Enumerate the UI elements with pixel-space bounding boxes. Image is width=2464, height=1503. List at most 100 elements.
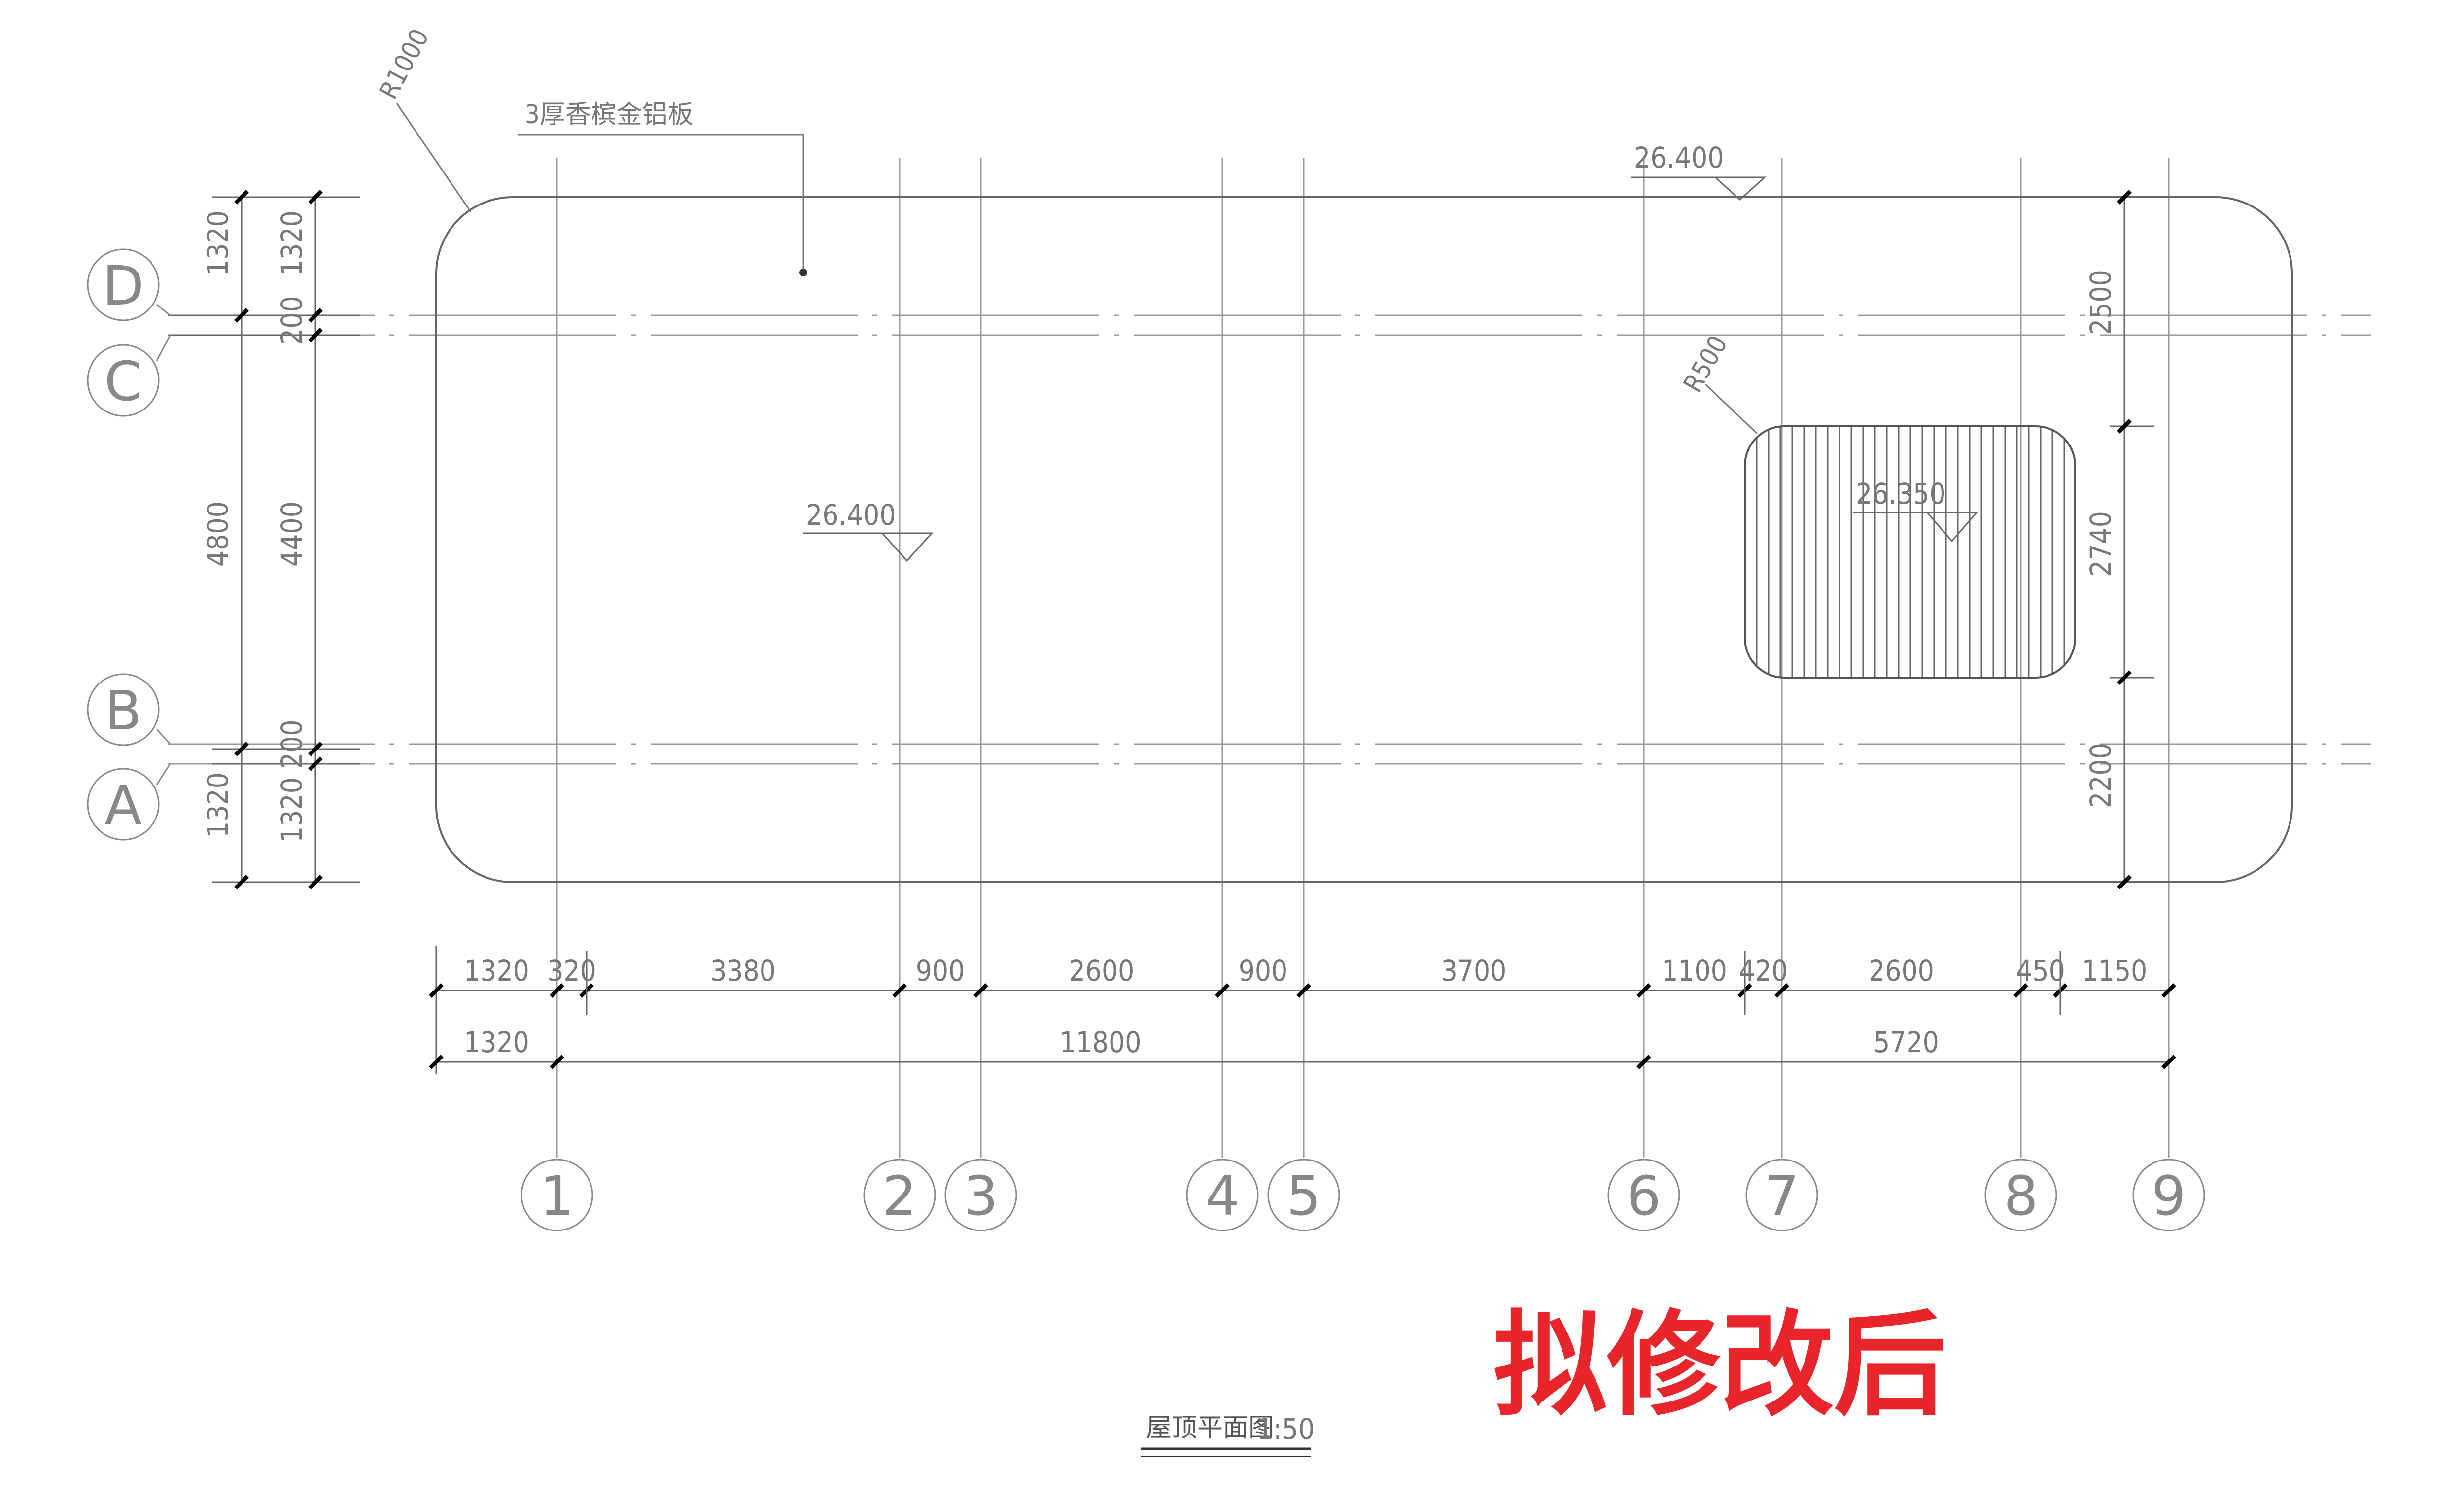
dim-label-row1-1: 320: [547, 954, 596, 988]
roof-outline: [435, 196, 2293, 883]
axis-bubble-D: [87, 248, 160, 321]
svg-text:2740: 2740: [2084, 511, 2117, 577]
dim-label-row1-3: 900: [916, 954, 965, 988]
elevation-marker-top: 26.400: [1631, 141, 1767, 201]
elevation-marker-skylight: 26.350: [1853, 477, 1978, 543]
axis-label-C: C: [104, 350, 142, 413]
axis-label-5: 5: [1286, 1164, 1321, 1228]
dim-tick-row2-2: [1636, 1055, 1651, 1069]
svg-text:4800: 4800: [201, 501, 235, 567]
material-leader-dot: [799, 269, 807, 276]
dim-tick-row1-7: [1636, 983, 1651, 998]
dim-tick-row1-0: [429, 983, 444, 998]
axis-bubble-4: [1186, 1159, 1259, 1231]
dim-label-row1-7: 1100: [1662, 954, 1727, 988]
right-dimensions: [2110, 197, 2154, 882]
dim-label-row1-6: 3700: [1441, 954, 1507, 988]
dim-tick-row1-5: [1215, 983, 1230, 998]
svg-text:1:50: 1:50: [1257, 1412, 1315, 1446]
axis-connector-D: [156, 304, 171, 316]
axis-bubble-2: [863, 1159, 936, 1231]
dim-tick-row1-3: [892, 983, 907, 998]
dim-label-row1-8: 420: [1739, 954, 1788, 988]
row-axis-bubbles: DC BA: [87, 248, 171, 841]
axis-bubble-9: [2132, 1159, 2205, 1231]
leader-r1000: [396, 103, 472, 212]
axis-label-4: 4: [1205, 1164, 1240, 1228]
svg-text:200: 200: [275, 296, 309, 345]
dim-tick-row1-6: [1296, 983, 1311, 998]
dim-tick-row1-4: [973, 983, 988, 998]
axis-bubble-7: [1745, 1159, 1818, 1231]
axis-connector-A: [156, 763, 171, 785]
horizontal-grid-lines: [168, 314, 2371, 765]
dim-label-row1-4: 2600: [1069, 954, 1135, 988]
svg-text:26.350: 26.350: [1856, 477, 1946, 511]
axis-bubble-3: [944, 1159, 1017, 1231]
bottom-dimension-labels: 1320 320 3380 900 2600 900 3700 1100 420 2600 450 1…: [464, 954, 2147, 1059]
axis-connector-C: [156, 335, 171, 361]
svg-text:200: 200: [275, 719, 309, 769]
axis-label-3: 3: [964, 1164, 998, 1228]
axis-label-A: A: [104, 774, 141, 837]
dim-label-row1-2: 3380: [710, 954, 776, 988]
svg-text:1320: 1320: [201, 210, 235, 276]
material-leader: [518, 134, 804, 273]
elevation-marker-center: 26.400: [803, 498, 934, 562]
dim-tick-row2-3: [2161, 1055, 2176, 1069]
axis-bubble-5: [1267, 1159, 1340, 1231]
dim-label-row2-0: 1320: [464, 1025, 529, 1059]
axis-bubble-B: [87, 673, 160, 746]
axis-label-8: 8: [2004, 1164, 2038, 1228]
axis-bubble-8: [1984, 1159, 2057, 1231]
dim-label-row1-10: 450: [2016, 954, 2065, 988]
skylight-hatch: [1744, 425, 2076, 679]
axis-connector-B: [156, 728, 171, 745]
leader-r500: [1704, 383, 1758, 435]
dim-label-row2-2: 5720: [1874, 1025, 1939, 1059]
axis-label-7: 7: [1765, 1164, 1799, 1228]
svg-text:26.400: 26.400: [806, 498, 896, 532]
dim-tick-row2-0: [429, 1055, 444, 1069]
left-dimension-ticks: [234, 190, 323, 889]
dim-tick-row1-12: [2161, 983, 2176, 998]
dim-tick-row1-9: [1774, 983, 1789, 998]
axis-bubble-C: [87, 344, 160, 417]
svg-text:1320: 1320: [275, 210, 309, 276]
dim-label-row1-0: 1320: [464, 954, 529, 988]
material-note: 3厚香槟金铝板: [525, 100, 694, 130]
axis-label-B: B: [104, 679, 141, 742]
svg-text:1320: 1320: [201, 772, 235, 838]
revision-stamp: 拟修改后: [1493, 1300, 1947, 1432]
svg-text:2200: 2200: [2084, 743, 2117, 808]
dim-label-row1-5: 900: [1239, 954, 1288, 988]
axis-bubble-A: [87, 768, 160, 841]
axis-bubble-6: [1607, 1159, 1680, 1231]
dim-label-row1-9: 2600: [1869, 954, 1934, 988]
dim-label-row2-1: 11800: [1060, 1025, 1142, 1059]
right-dimension-labels: 2500 2740 2200: [2084, 270, 2117, 808]
axis-label-D: D: [103, 254, 144, 317]
axis-bubble-1: [521, 1159, 593, 1231]
right-dimension-ticks: [2117, 190, 2132, 889]
dim-label-row1-11: 1150: [2082, 954, 2148, 988]
axis-label-9: 9: [2152, 1164, 2186, 1228]
left-dimensions: [168, 196, 360, 883]
svg-text:4400: 4400: [275, 501, 309, 567]
svg-text:1320: 1320: [275, 777, 309, 843]
dim-tick-row2-1: [550, 1055, 564, 1069]
dim-tick-row1-10: [2013, 983, 2028, 998]
svg-text:屋顶平面图: 屋顶平面图: [1146, 1413, 1274, 1443]
axis-label-6: 6: [1627, 1164, 1661, 1228]
vertical-grid-lines: [556, 158, 2170, 1158]
svg-text:26.400: 26.400: [1634, 141, 1724, 174]
drawing-title: 屋顶平面图 1:50: [1141, 1412, 1315, 1457]
dim-tick-row1-1: [550, 983, 564, 998]
radius-label-r500: R500: [1678, 331, 1734, 397]
radius-label-r1000: R1000: [374, 24, 435, 104]
left-dimension-labels: 1320 4800 1320 1320 200 4400 200 1320: [201, 210, 309, 843]
axis-label-2: 2: [882, 1164, 917, 1228]
